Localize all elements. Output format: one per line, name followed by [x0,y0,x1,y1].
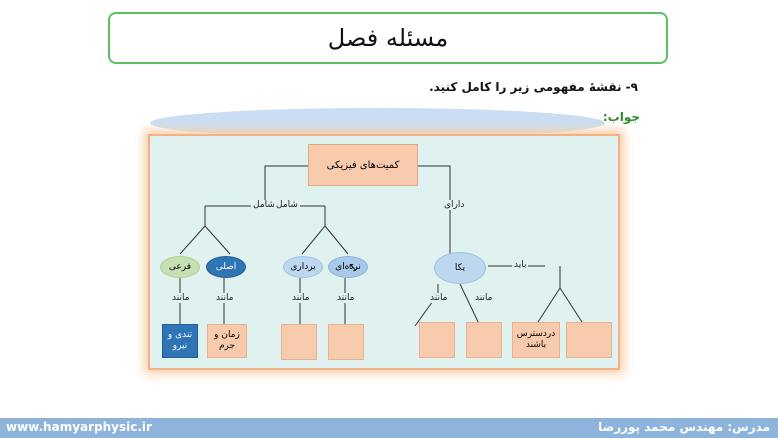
answer-label: جواب: [602,110,640,124]
question-text: ۹- نقشهٔ مفهومی زیر را کامل کنید. [429,80,638,94]
label-daraye: دارای [442,200,467,210]
leaf-bordari-empty [281,324,317,360]
leaf-accessible: دردسترس باشند [512,322,560,358]
node-bordari: برداری [283,256,323,278]
teacher-credit: مدرس: مهندس محمد پوررضا [598,420,770,434]
label-manand-1: مانند [170,293,192,303]
leaf-yeka-empty-2 [466,322,502,358]
label-manand-3: مانند [290,293,312,303]
leaf-yeka-empty-1 [419,322,455,358]
leaf-bayad-empty [566,322,612,358]
leaf-farei-example: تندی و نیرو [162,324,198,358]
node-asli: اصلی [206,256,246,278]
root-node: کمیت‌های فیزیکی [308,144,418,186]
label-manand-5: مانند [428,293,450,303]
decorative-arc [150,108,605,138]
label-shamel-right: شامل [274,200,300,210]
label-shamel-left: شامل [251,200,277,210]
label-manand-6: مانند [473,293,495,303]
node-nardeh: نرده‌ای [328,256,368,278]
label-manand-2: مانند [214,293,236,303]
leaf-nardeh-empty [328,324,364,360]
mouse-cursor-icon: ↖ [348,260,359,274]
node-yeka: یکا [434,252,486,284]
leaf-asli-example: زمان و جرم [207,324,247,358]
footer-bar: www.hamyarphysic.ir مدرس: مهندس محمد پور… [0,418,778,438]
website-link[interactable]: www.hamyarphysic.ir [6,420,152,434]
chapter-title: مسئله فصل [108,12,668,64]
node-farei: فرعی [160,256,200,278]
label-bayad: باید [512,260,529,270]
label-manand-4: مانند [335,293,357,303]
concept-map: کمیت‌های فیزیکی شامل شامل دارای فرعی اصل… [148,134,620,370]
